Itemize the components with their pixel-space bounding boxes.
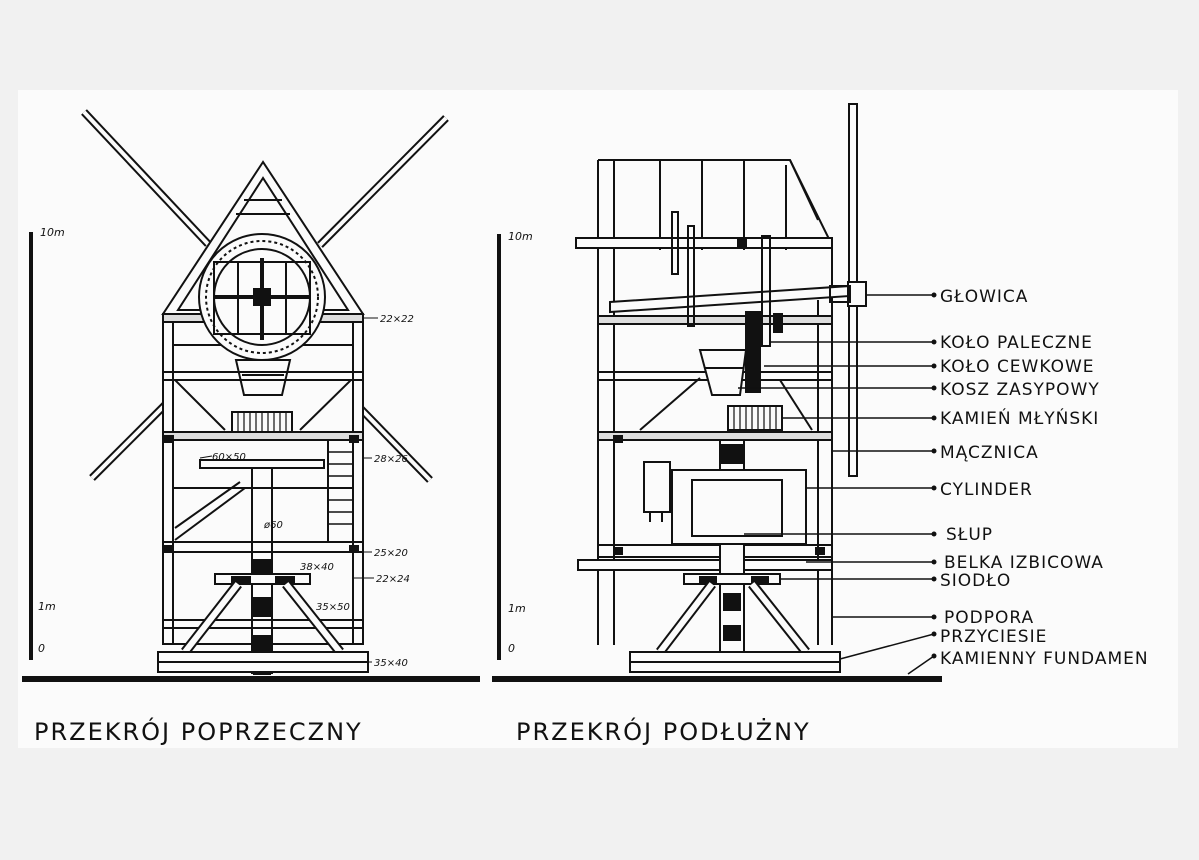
title-longitudinal-section: PRZEKRÓJ PODŁUŻNY [516,716,811,746]
dim-22x24: 22×24 [376,574,410,585]
scale-bar-right: 10m 1m 0 [497,230,533,660]
dim-38x40: 38×40 [300,562,334,573]
label-macznica: MĄCZNICA [940,443,1039,463]
scale-zero-label-right: 0 [508,642,515,655]
scale-zero-label: 0 [38,642,45,655]
label-cylinder: CYLINDER [940,480,1033,500]
label-podpora: PODPORA [944,608,1034,628]
dim-35x50: 35×50 [316,602,350,613]
scale-mid-label: 1m [38,600,56,613]
dim-28x26: 28×26 [374,454,408,465]
label-belka-izbicowa: BELKA IZBICOWA [944,553,1104,573]
leader-dots [931,292,937,659]
dimension-callouts [199,317,378,663]
scale-mid-label-right: 1m [508,602,526,615]
dim-35x40: 35×40 [374,658,408,669]
label-kosz-zasypowy: KOSZ ZASYPOWY [940,380,1100,400]
scale-top-label: 10m [40,226,65,239]
cross-section-drawing [81,109,449,675]
scale-top-label-right: 10m [508,230,533,243]
ground-line-left [22,676,480,682]
label-przyciesie: PRZYCIESIE [940,627,1047,647]
ground-line-right [492,676,942,682]
dim-25x20: 25×20 [374,548,408,559]
title-cross-section: PRZEKRÓJ POPRZECZNY [34,716,363,746]
dim-60x50: 60×50 [212,452,246,463]
label-kolo-paleczne: KOŁO PALECZNE [940,333,1093,353]
longitudinal-section-drawing [575,103,867,673]
scale-bar-left: 10m 1m 0 [29,226,65,660]
label-glowica: GŁOWICA [940,287,1028,307]
label-siodlo: SIODŁO [940,571,1011,591]
label-leader-lines [738,294,935,675]
dim-22x22: 22×22 [380,314,414,325]
label-kamien-mlynski: KAMIEŃ MŁYŃSKI [940,407,1099,429]
dim-o60: ø60 [263,520,283,531]
label-kamienny-fundamen: KAMIENNY FUNDAMEN [940,649,1149,669]
label-kolo-cewkowe: KOŁO CEWKOWE [940,357,1095,377]
label-slup: SŁUP [946,525,993,545]
